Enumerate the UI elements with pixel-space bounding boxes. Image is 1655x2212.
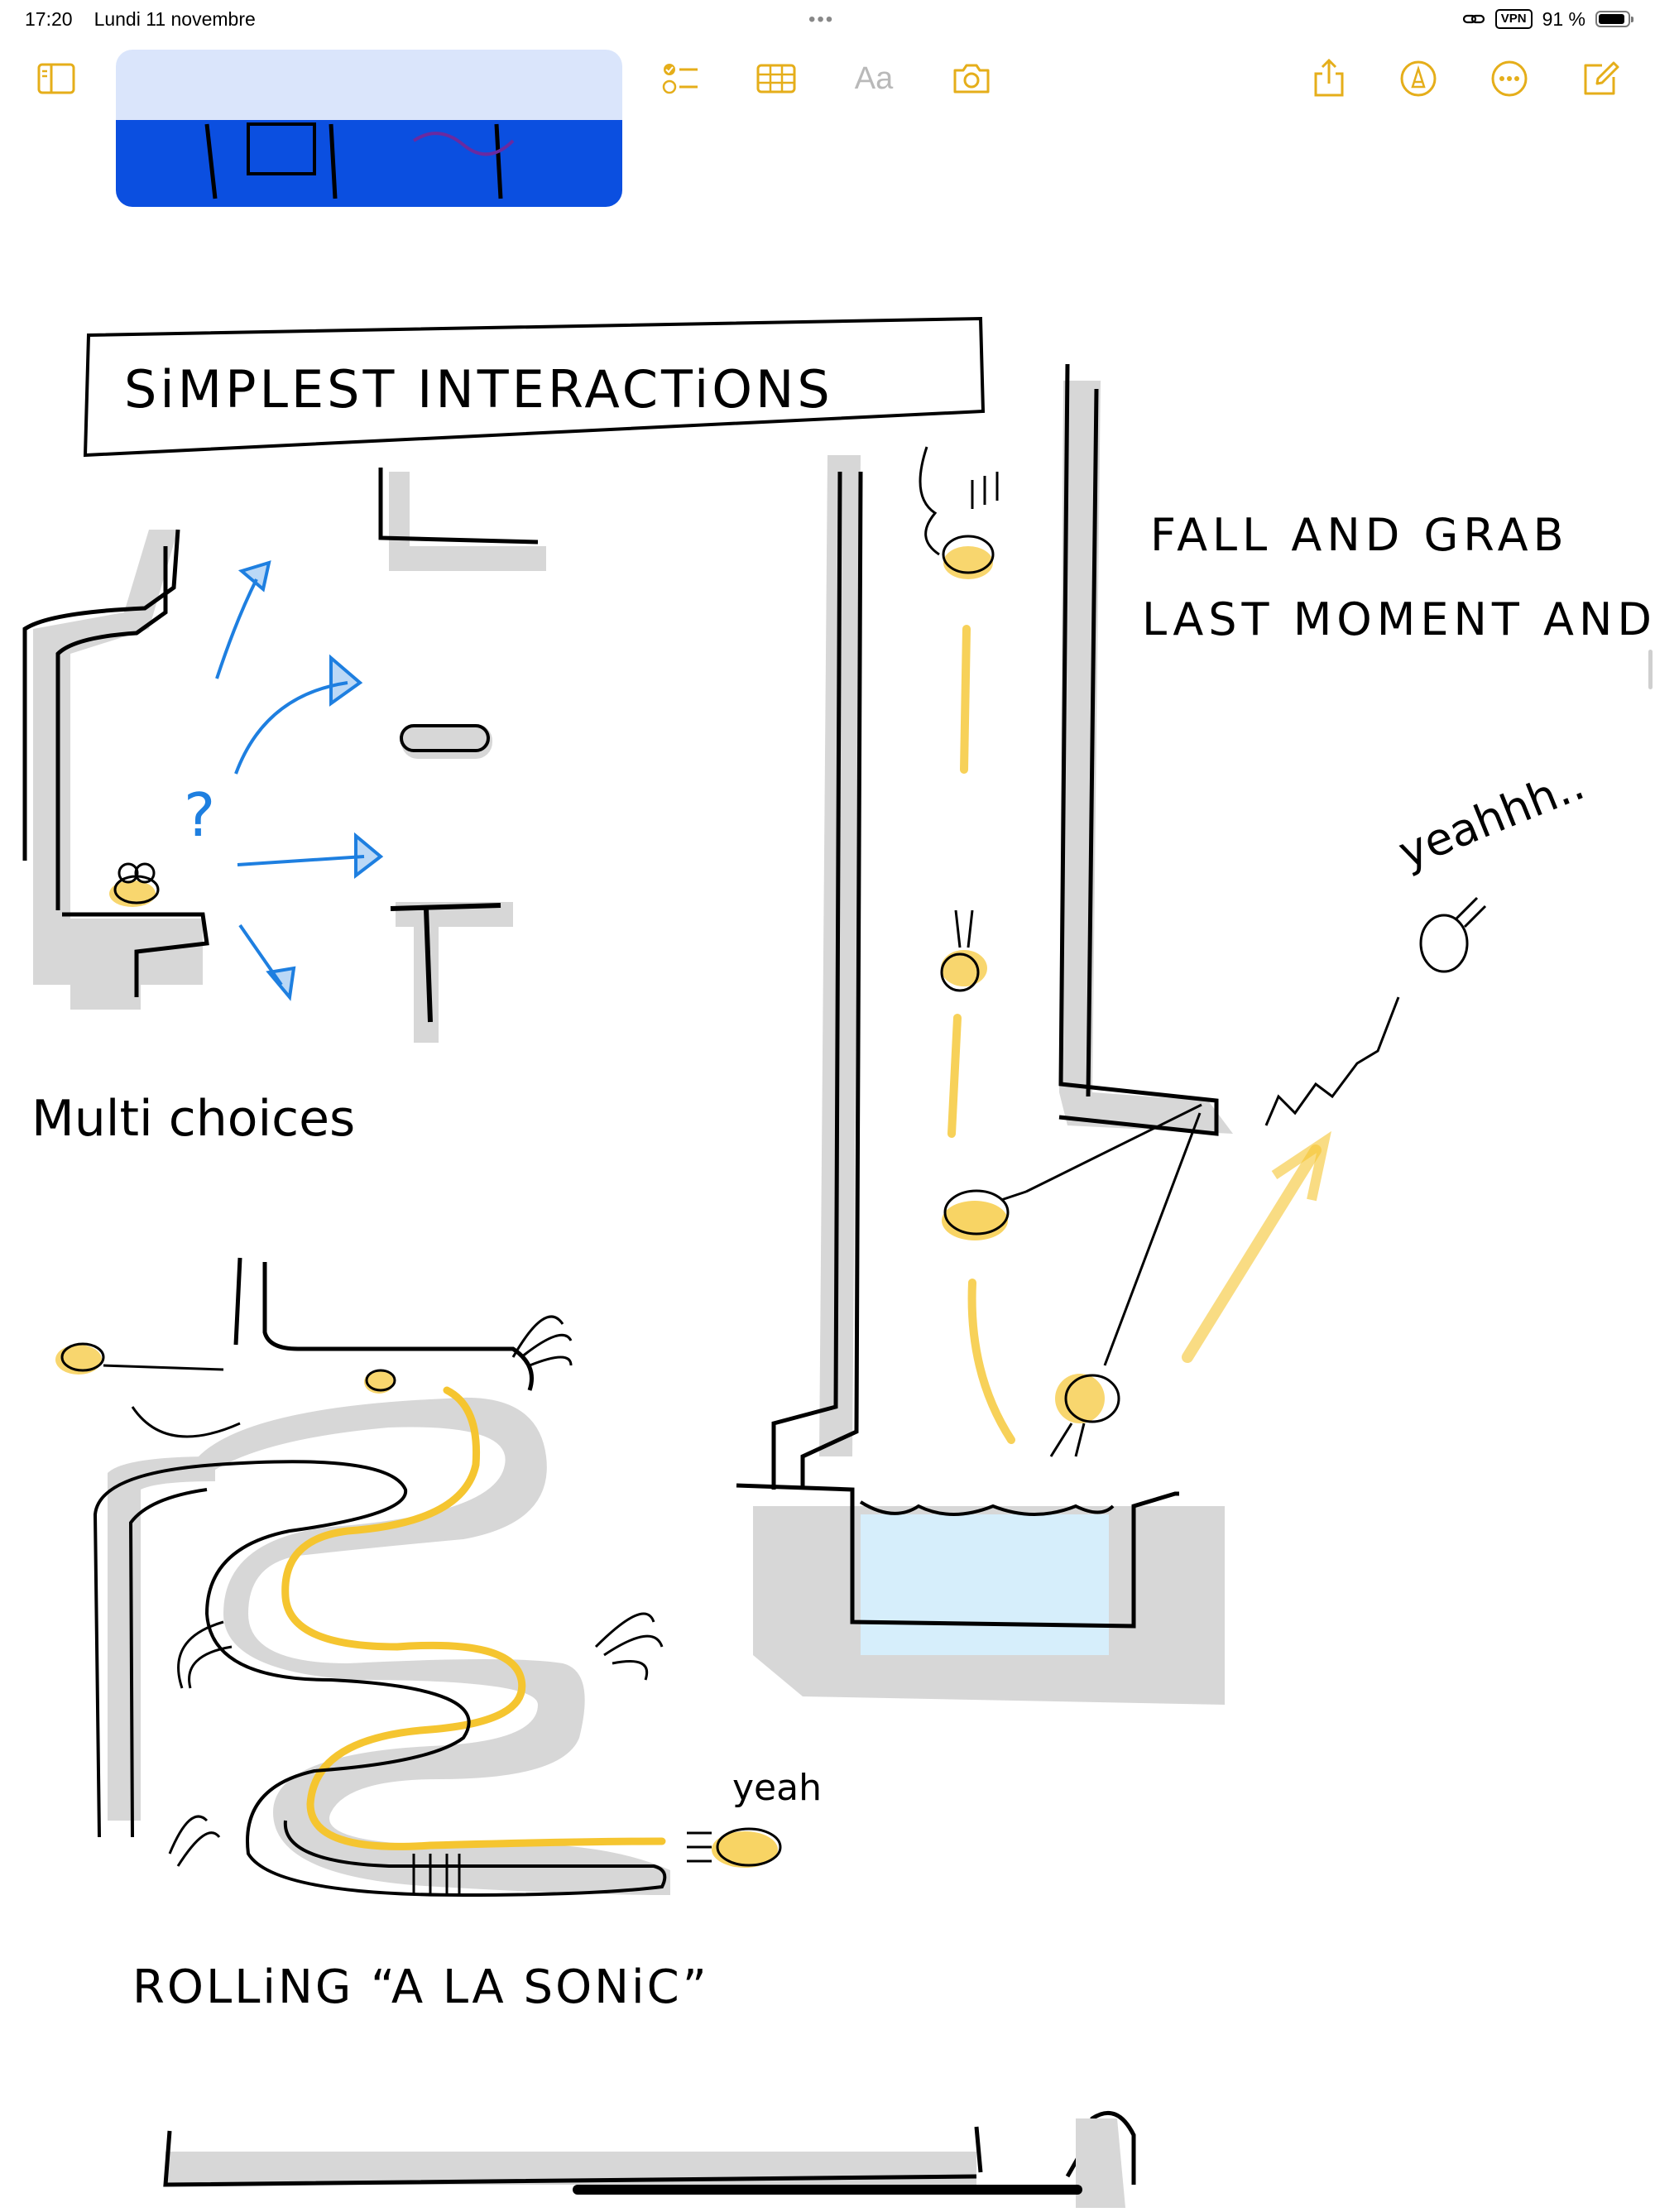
format-button[interactable]: Aa [851,55,897,102]
status-bar: 17:20 Lundi 11 novembre VPN 91 % [0,0,1655,38]
rolling-sketch: yeah [55,1257,822,1898]
bottom-sketch-fragment [163,2110,1136,2208]
checklist-icon [662,64,698,94]
yeah-text: yeah [732,1767,822,1809]
yeahhh-text: yeahhh.. [1391,758,1591,880]
camera-icon [953,64,990,94]
more-button[interactable] [1486,55,1533,102]
pasted-drawing-fragment [116,50,622,207]
table-button[interactable] [753,55,799,102]
camera-button[interactable] [948,55,995,102]
multi-choices-label: Multi choices [31,1090,355,1148]
markup-button[interactable] [1395,55,1442,102]
sketch-title: SiMPLEST INTERACTiONS [124,359,833,420]
compose-button[interactable] [1577,55,1624,102]
title-box: SiMPLEST INTERACTiONS [83,316,986,458]
table-icon [756,64,796,94]
multi-choices-sketch: ? [22,468,546,1043]
share-button[interactable] [1306,55,1352,102]
format-label: Aa [854,60,894,96]
sidebar-icon [37,63,75,94]
status-date: Lundi 11 novembre [94,7,256,30]
more-icon [1491,60,1528,97]
fall-and-grab-sketch: FALL AND GRAB LAST MOMENT AND yeahhh.. [736,363,1655,1705]
rolling-label: ROLLiNG “A LA SONiC” [132,1960,709,2014]
fall-grab-text-line1: FALL AND GRAB [1150,509,1569,561]
battery-fill [1599,14,1624,24]
home-indicator[interactable] [573,2185,1082,2195]
fall-grab-text-line2: LAST MOMENT AND [1142,593,1655,645]
link-icon [1462,14,1485,24]
battery-percentage: 91 % [1542,7,1585,30]
question-mark: ? [184,780,215,850]
multitasking-dots[interactable]: ••• [808,8,835,31]
share-icon [1314,58,1344,97]
vertical-scrollbar[interactable] [1648,650,1653,689]
markup-pen-icon [1400,60,1437,97]
vpn-badge: VPN [1494,9,1533,29]
battery-icon [1595,11,1633,27]
compose-icon [1584,61,1619,95]
checklist-button[interactable] [658,55,704,102]
status-time: 17:20 [25,7,73,30]
sidebar-toggle-button[interactable] [33,55,79,102]
notes-toolbar: Aa [0,46,1655,112]
